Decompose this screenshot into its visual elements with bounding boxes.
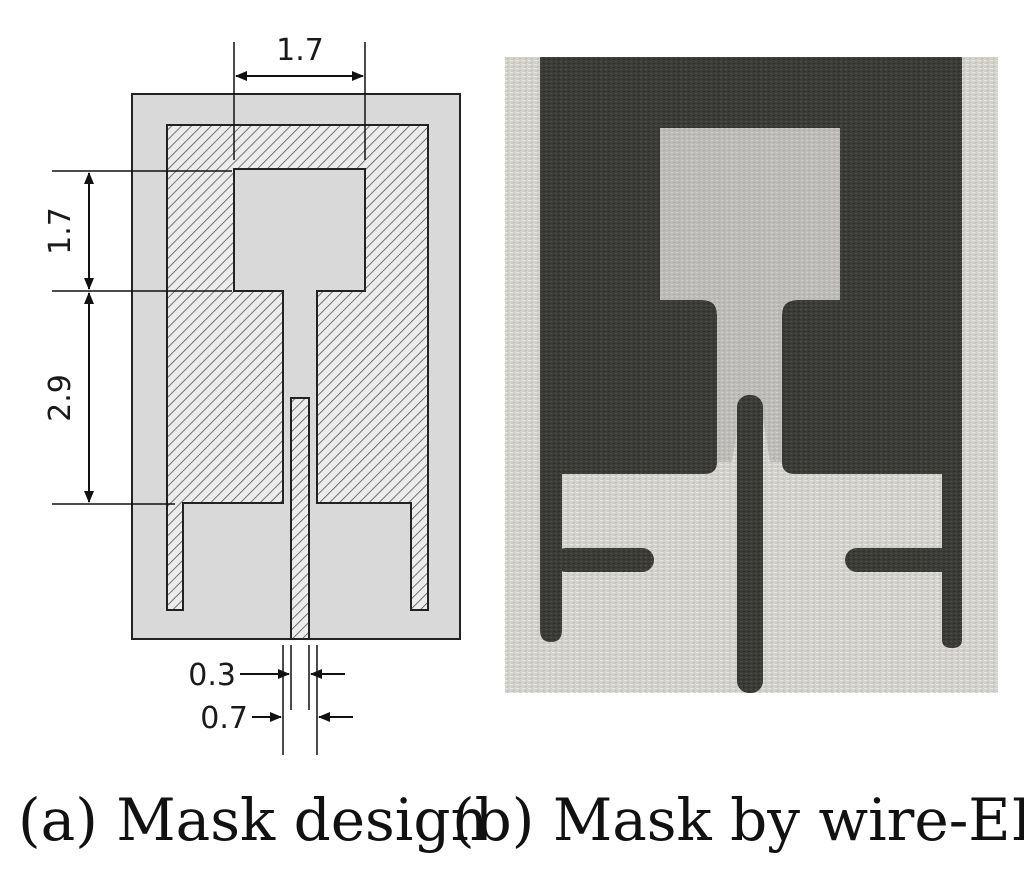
photo-left-tab: [554, 548, 654, 572]
upper-height-label: 1.7: [43, 207, 78, 255]
inner-gap-label: 0.3: [188, 658, 236, 693]
caption-mask-by-wire-edm: (b) Mask by wire-EDM: [452, 786, 1024, 854]
photo-right-tab: [845, 548, 953, 572]
wire-edm-photo-panel: [505, 57, 998, 693]
center-finger: [290, 397, 310, 640]
hatched-mask-body: [166, 124, 429, 611]
outer-gap-label: 0.7: [200, 701, 248, 736]
dimension-arrows: [84, 71, 364, 722]
lower-height-label: 2.9: [43, 374, 78, 422]
top-width-label: 1.7: [276, 33, 324, 68]
extension-lines: [52, 42, 366, 755]
caption-mask-design: (a) Mask design: [18, 786, 488, 854]
photo-metal-body: [540, 57, 962, 648]
photo-window: [660, 128, 840, 462]
photo-center-finger: [737, 395, 763, 693]
mask-design-panel: 1.7 1.7 2.9 0.3 0.7: [43, 33, 461, 755]
